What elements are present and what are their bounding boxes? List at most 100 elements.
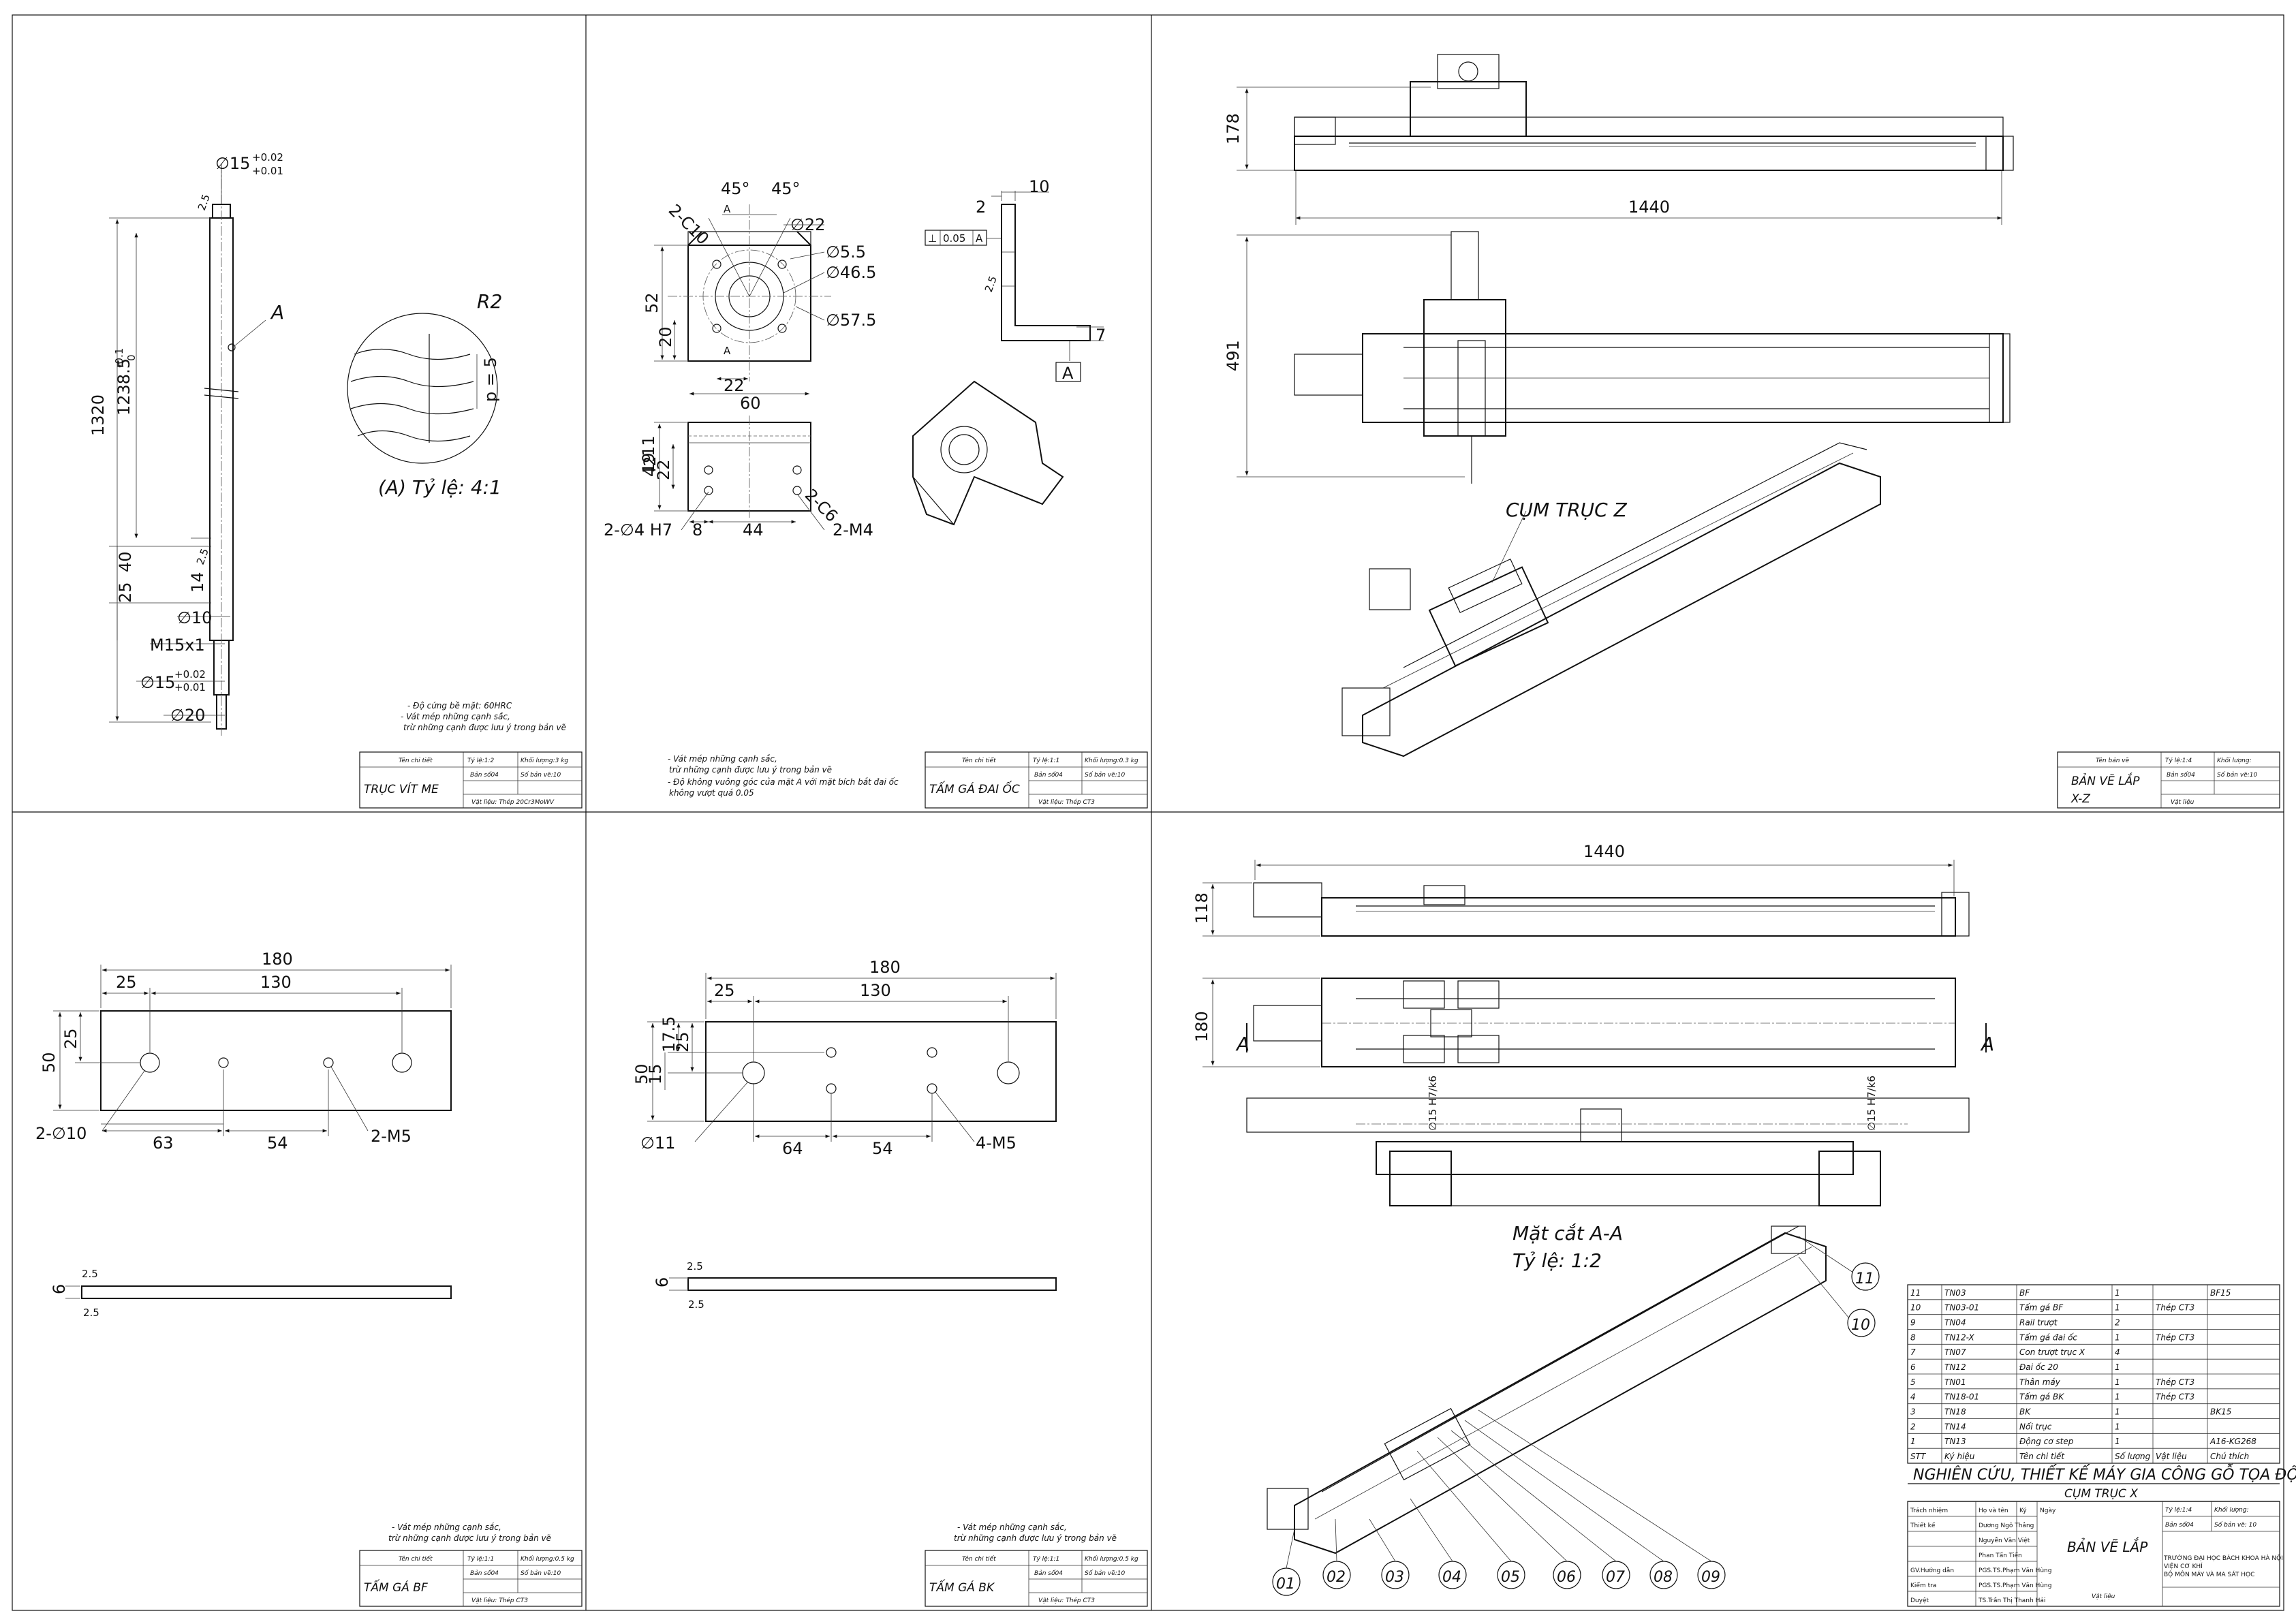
bf-chamfer-bot: 2.5 bbox=[83, 1307, 99, 1319]
nut-flange-pins: 2-∅4 H7 bbox=[604, 520, 672, 540]
role-cell: Nguyễn Văn Việt bbox=[1979, 1537, 2030, 1544]
asm-xz-dim-1440: 1440 bbox=[1628, 198, 1670, 217]
shaft-dia-15-top-tol-lo: +0.01 bbox=[252, 165, 283, 177]
role-cell: Trách nhiệm bbox=[1910, 1507, 1948, 1514]
bk-dim-25-v: 25 bbox=[673, 1031, 692, 1052]
nut-flange-dim-19: 19 bbox=[639, 452, 658, 473]
shaft-note-3: trừ những cạnh được lưu ý trong bản vẽ bbox=[403, 723, 566, 732]
balloon-01-label: 01 bbox=[1276, 1576, 1295, 1593]
bom-cell: TN14 bbox=[1944, 1422, 1966, 1431]
shaft-note-1: - Độ cứng bề mặt: 60HRC bbox=[407, 701, 512, 710]
asm-xz-dim-491: 491 bbox=[1224, 340, 1243, 371]
balloon-05: 05 bbox=[1416, 1450, 1525, 1589]
assembly-balloons: 01 02 03 04 05 06 07 08 09 10 11 bbox=[1272, 1236, 1880, 1596]
asm-xz-dim-178: 178 bbox=[1224, 113, 1243, 144]
bk-chamfer-top: 2.5 bbox=[687, 1260, 703, 1272]
nut-flange-dim-44: 44 bbox=[743, 520, 764, 540]
nut-note-1: - Vát mép những cạnh sắc, bbox=[668, 754, 777, 764]
tb2-scale: Tỷ lệ:1:1 bbox=[1033, 758, 1059, 764]
balloon-10-label: 10 bbox=[1851, 1317, 1870, 1334]
balloon-05-label: 05 bbox=[1501, 1569, 1520, 1586]
balloon-08: 08 bbox=[1464, 1420, 1678, 1589]
tb5-material: Vật liệu: Thép CT3 bbox=[1038, 1597, 1095, 1604]
balloon-07-label: 07 bbox=[1606, 1569, 1625, 1586]
bom-cell: 1 bbox=[2115, 1407, 2120, 1417]
asm-x-cut-a-right: A bbox=[1980, 1033, 1994, 1055]
bf-chamfer-top: 2.5 bbox=[82, 1268, 98, 1280]
bom-header-cell: Vật liệu bbox=[2156, 1452, 2187, 1461]
balloon-11: 11 bbox=[1798, 1236, 1880, 1291]
tb4-header: Tên chi tiết bbox=[399, 1555, 433, 1563]
nut-dim-52: 52 bbox=[642, 292, 662, 313]
balloon-02: 02 bbox=[1322, 1518, 1351, 1589]
bk-dim-130: 130 bbox=[860, 981, 891, 1000]
shaft-dim-1320: 1320 bbox=[89, 394, 108, 436]
bom-cell: 9 bbox=[1910, 1318, 1916, 1328]
bom-cell: 7 bbox=[1910, 1347, 1916, 1357]
bom-subtitle: CỤM TRỤC X bbox=[2064, 1487, 2138, 1501]
nut-side-chamfer: 2.5 bbox=[982, 275, 999, 294]
role-cell: Dương Ngô Thắng bbox=[1979, 1522, 2034, 1529]
shaft-dia-15-bot-tol-lo: +0.01 bbox=[174, 681, 206, 693]
tb3-scale: Tỷ lệ:1:4 bbox=[2165, 758, 2192, 764]
panel-lead-screw: 1320 1238.5 -0.1 0 40 25 14 2.5 2.5 ∅15 … bbox=[89, 151, 566, 736]
tb4-title: TẤM GÁ BF bbox=[364, 1578, 428, 1595]
nut-section-a-top: A bbox=[724, 203, 731, 215]
bom-cell: TN13 bbox=[1944, 1437, 1966, 1446]
nut-note-2: trừ những cạnh được lưu ý trong bản vẽ bbox=[669, 765, 832, 775]
bom-cell: 10 bbox=[1910, 1303, 1921, 1313]
bom-header-cell: Số lượng bbox=[2115, 1452, 2151, 1461]
nut-dim-22: 22 bbox=[724, 376, 745, 395]
bom-cell: Thép CT3 bbox=[2156, 1392, 2194, 1402]
tb3-title: BẢN VẼ LẮP bbox=[2071, 772, 2140, 788]
bom-cell: A16-KG268 bbox=[2209, 1437, 2256, 1446]
bom-cell: TN07 bbox=[1944, 1347, 1966, 1357]
balloon-04-label: 04 bbox=[1442, 1569, 1461, 1586]
bom-cell: Thân máy bbox=[2019, 1377, 2061, 1387]
bom-cell: Thép CT3 bbox=[2156, 1332, 2194, 1342]
nut-tol-datum: A bbox=[976, 232, 983, 245]
bk-note-2: trừ những cạnh được lưu ý trong bản vẽ bbox=[954, 1533, 1117, 1543]
bom-cell: TN12-X bbox=[1944, 1332, 1974, 1342]
balloon-01: 01 bbox=[1272, 1529, 1301, 1596]
role-cell: Ngày bbox=[2040, 1508, 2056, 1514]
bf-dim-25: 25 bbox=[116, 973, 137, 992]
bk-dim-50: 50 bbox=[632, 1063, 651, 1084]
shaft-chamfer-bot: 2.5 bbox=[194, 547, 211, 567]
bom-cell: TN03 bbox=[1944, 1288, 1966, 1298]
bf-holes-m5: 2-M5 bbox=[371, 1127, 412, 1146]
role-cell: Kiểm tra bbox=[1910, 1582, 1936, 1589]
tb2-title: TẤM GÁ ĐAI ỐC bbox=[929, 780, 1020, 796]
bf-note-2: trừ những cạnh được lưu ý trong bản vẽ bbox=[388, 1533, 551, 1543]
nut-dim-20: 20 bbox=[656, 326, 675, 347]
tb5-mass: Khối lượng:0.5 kg bbox=[1085, 1555, 1138, 1563]
tb1-sheet: Bản số04 bbox=[470, 771, 499, 779]
bk-dim-6: 6 bbox=[653, 1277, 672, 1287]
shaft-detail-r2: R2 bbox=[477, 290, 502, 313]
tb3-mass: Khối lượng: bbox=[2217, 757, 2252, 764]
tb4-scale: Tỷ lệ:1:1 bbox=[467, 1556, 494, 1563]
tb1-mass: Khối lượng:3 kg bbox=[521, 757, 568, 764]
tb1-scale: Tỷ lệ:1:2 bbox=[467, 758, 495, 764]
bom-cell: 1 bbox=[2115, 1288, 2120, 1298]
bom-cell: 1 bbox=[2115, 1437, 2120, 1446]
bom-cell: 2 bbox=[1910, 1422, 1916, 1431]
nut-side-dim-10: 10 bbox=[1029, 177, 1050, 196]
shaft-dia-15-top-tol-up: +0.02 bbox=[252, 151, 283, 163]
tb5-sheet-no: Số bản vẽ:10 bbox=[1085, 1570, 1125, 1577]
bom-cell: 1 bbox=[1910, 1437, 1916, 1446]
asm-x-fit-left: ∅15 H7/k6 bbox=[1427, 1076, 1439, 1131]
bom-sheet: Bản số04 bbox=[2165, 1521, 2194, 1529]
shaft-tol-1238-up: -0.1 bbox=[113, 348, 125, 368]
shaft-dim-1238: 1238.5 bbox=[114, 358, 134, 416]
asm-x-dim-118: 118 bbox=[1192, 892, 1211, 924]
bom-cell: BK15 bbox=[2210, 1407, 2231, 1417]
bk-dim-64: 64 bbox=[782, 1139, 803, 1158]
bom-cell: TN18-01 bbox=[1944, 1392, 1979, 1402]
tb1-sheet-no: Số bản vẽ:10 bbox=[521, 771, 561, 779]
shaft-dim-25: 25 bbox=[116, 582, 135, 603]
bom-school-3: BỘ MÔN MÁY VÀ MA SÁT HỌC bbox=[2164, 1570, 2254, 1578]
shaft-thread-m15: M15x1 bbox=[150, 636, 205, 655]
nut-flange-dim-42: 42 bbox=[640, 456, 660, 477]
balloon-09: 09 bbox=[1478, 1409, 1726, 1589]
